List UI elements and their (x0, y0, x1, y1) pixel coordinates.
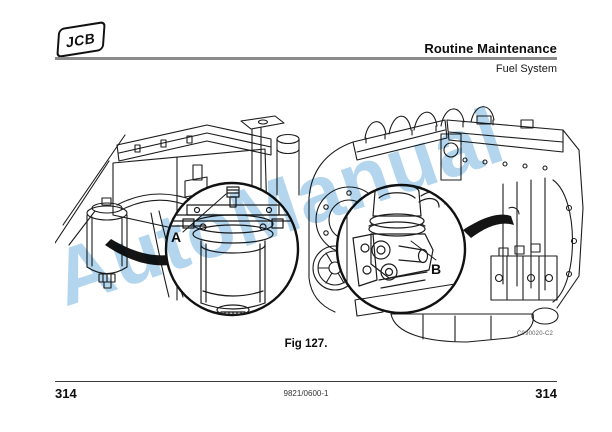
header-divider (55, 57, 557, 60)
document-code: 9821/0600-1 (283, 389, 329, 398)
footer-divider (55, 381, 557, 383)
jcb-logo-text: JCB (66, 29, 96, 50)
page-number-left: 314 (55, 386, 77, 401)
figure-image-code: C090020-C2 (517, 331, 554, 337)
figure-b-illustration: B (308, 106, 584, 343)
figure-a-illustration: A (55, 115, 300, 317)
fuel-sedimenter-detail (166, 186, 298, 315)
detail-circle-b (335, 183, 467, 315)
zoom-swoosh-b (463, 214, 514, 238)
zoom-swoosh-a (105, 239, 171, 266)
page-title: Routine Maintenance (424, 41, 557, 56)
callout-b-label: B (431, 261, 441, 277)
jcb-logo-icon: JCB (56, 20, 106, 59)
callout-a-label: A (171, 229, 181, 245)
page-subtitle: Fuel System (495, 63, 557, 75)
page-number-right: 314 (535, 386, 557, 401)
detail-circle-a (164, 181, 300, 317)
engine-line-art (308, 106, 584, 343)
figure-caption: Fig 127. (284, 338, 328, 350)
